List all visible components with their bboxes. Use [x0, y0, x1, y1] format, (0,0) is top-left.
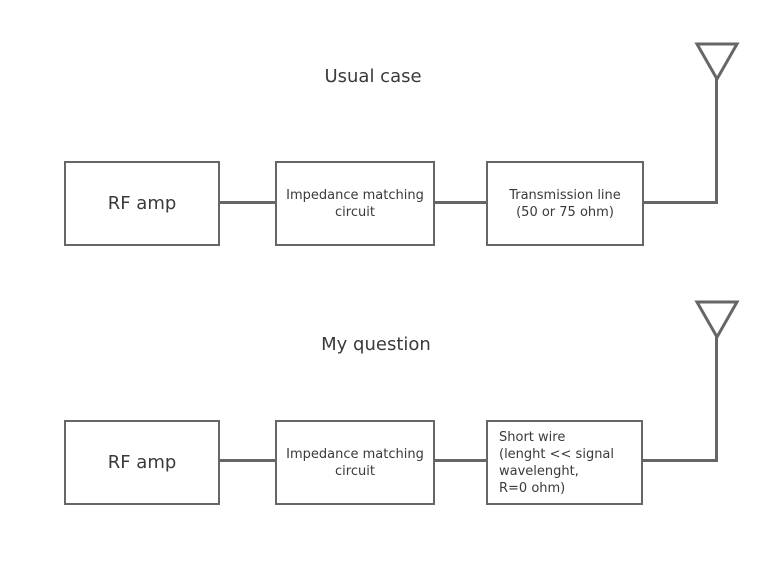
box-label-line: circuit [335, 204, 375, 220]
wire-impedance-to-transmission [434, 201, 487, 204]
box-label-line: (lenght << signal [499, 446, 615, 462]
box-label-line: Transmission line [509, 187, 621, 203]
antenna-mast-question [715, 336, 718, 462]
box-label-line: R=0 ohm) [499, 480, 566, 496]
antenna-icon [694, 42, 740, 82]
box-label-line: circuit [335, 463, 375, 479]
box-label-line: RF amp [107, 193, 177, 214]
diagram-title-usual-case: Usual case [324, 66, 422, 87]
wire-shortwire-to-antenna [642, 459, 718, 462]
rf-amp-box-usual: RF amp [64, 161, 220, 246]
transmission-line-box: Transmission line (50 or 75 ohm) [486, 161, 644, 246]
box-label-line: RF amp [107, 452, 177, 473]
box-label-line: wavelenght, [499, 463, 579, 479]
antenna-icon [694, 300, 740, 340]
wire-rfamp-to-impedance-question [219, 459, 276, 462]
rf-amp-box-question: RF amp [64, 420, 220, 505]
box-label-line: Short wire [499, 429, 566, 445]
wire-rfamp-to-impedance-usual [219, 201, 276, 204]
impedance-matching-box-usual: Impedance matching circuit [275, 161, 435, 246]
impedance-matching-box-question: Impedance matching circuit [275, 420, 435, 505]
diagram-title-my-question: My question [321, 334, 431, 355]
antenna-mast-usual [715, 78, 718, 204]
box-label-line: Impedance matching [286, 187, 424, 203]
wire-transmission-to-antenna [643, 201, 718, 204]
box-label-line: (50 or 75 ohm) [516, 204, 614, 220]
short-wire-box: Short wire (lenght << signal wavelenght,… [486, 420, 643, 505]
box-label-line: Impedance matching [286, 446, 424, 462]
wire-impedance-to-shortwire [434, 459, 487, 462]
